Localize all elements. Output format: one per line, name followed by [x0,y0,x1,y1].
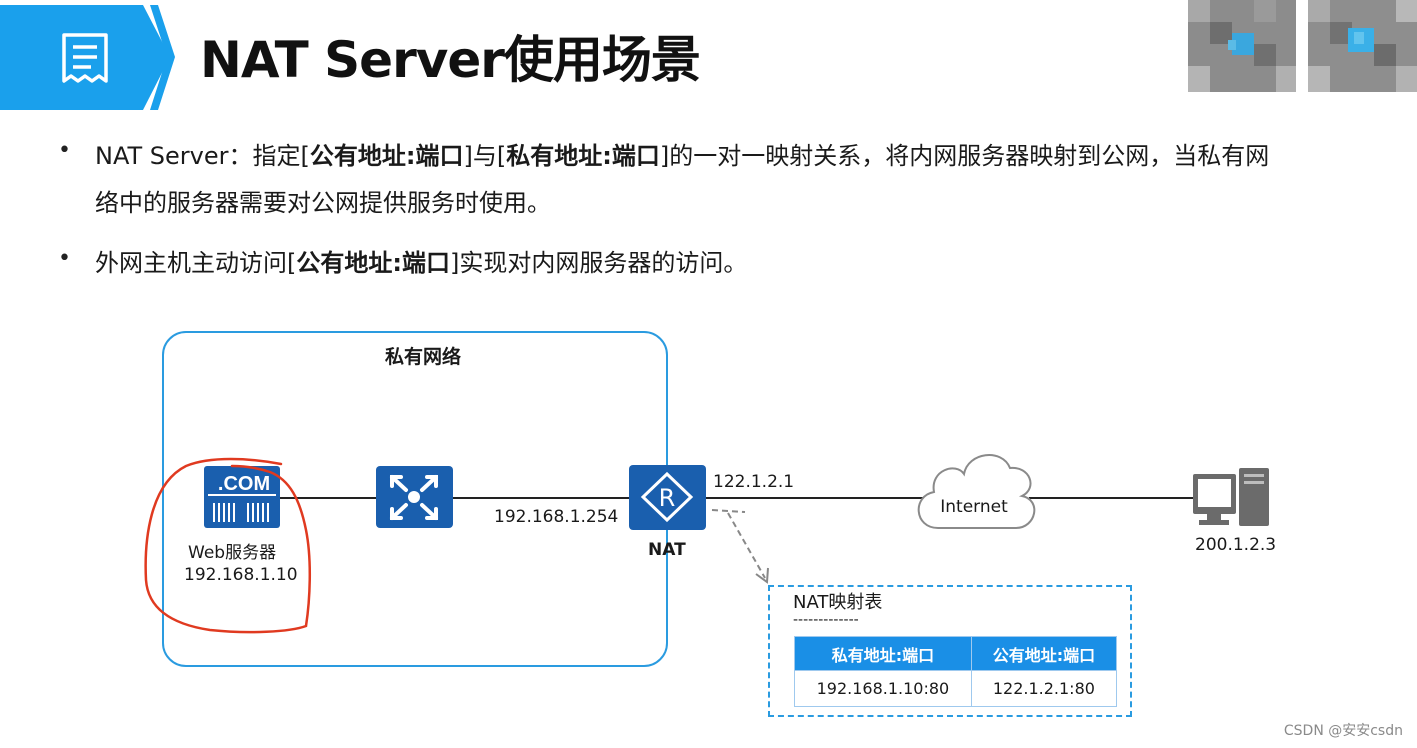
column-header: 公有地址:端口 [970,636,1118,671]
host-pc-icon [1193,468,1269,526]
private-network-label: 私有网络 [385,346,462,368]
bullet-1-segment: ]与[ [463,142,507,170]
bullet-1-segment: NAT Server：指定[ [95,142,310,170]
blurred-avatar-image [1188,0,1296,92]
router-inside-ip-label: 192.168.1.254 [494,507,619,527]
watermark: CSDN @安安csdn [1283,723,1403,739]
nat-table-pointer-arrow [711,509,769,584]
router-outside-ip-label: 122.1.2.1 [713,472,795,492]
server-name-label: Web服务器 [188,543,277,563]
bullet-2-segment: 公有地址:端口 [296,249,450,277]
page-title: NAT Server使用场景 [200,31,701,89]
switch-icon [376,466,453,528]
router-icon-text: R [659,484,676,512]
table-header-row: 私有地址:端口 公有地址:端口 [794,636,1118,671]
router-label: NAT [648,540,686,560]
title-badge [0,5,175,110]
router-icon: R [629,465,706,530]
bullet-1-segment: ]的一对一映射关系，将内网服务器映射到公网，当私有网 [659,142,1270,170]
nat-table-title: NAT映射表 [793,592,883,613]
red-annotation-circle [144,457,311,634]
bullet-2-segment: ]实现对内网服务器的访问。 [449,249,748,277]
bullet-1-segment: 私有地址:端口 [506,142,660,170]
bullet-2-segment: 外网主机主动访问[ [95,249,297,277]
document-icon [62,33,108,83]
web-server-icon: .COM [204,466,280,528]
bullet-1-line-2: 络中的服务器需要对公网提供服务时使用。 [95,189,551,217]
nat-table-frame [768,585,1132,717]
nat-table-separator: ------------- [793,612,859,628]
bullet-dot: • [58,138,71,163]
host-ip-label: 200.1.2.3 [1195,535,1277,555]
bullet-1-line-1: NAT Server：指定[公有地址:端口]与[私有地址:端口]的一对一映射关系… [95,136,1269,171]
internet-cloud-icon: Internet [917,454,1036,529]
bullet-2-line-1: 外网主机主动访问[公有地址:端口]实现对内网服务器的访问。 [95,243,747,278]
bullet-1-segment: 公有地址:端口 [309,142,464,170]
bullet-dot: • [58,246,71,271]
server-icon-text: .COM [218,473,270,495]
internet-label: Internet [940,497,1008,517]
nat-mapping-table: 私有地址:端口 公有地址:端口 192.168.1.10:80 122.1.2.… [794,636,1118,707]
table-cell: 192.168.1.10:80 [794,670,972,707]
column-header: 私有地址:端口 [794,636,972,671]
table-cell: 122.1.2.1:80 [970,670,1118,707]
table-row: 192.168.1.10:80 122.1.2.1:80 [794,670,1118,707]
blurred-avatar-image [1308,0,1417,92]
server-ip-label: 192.168.1.10 [184,565,298,585]
